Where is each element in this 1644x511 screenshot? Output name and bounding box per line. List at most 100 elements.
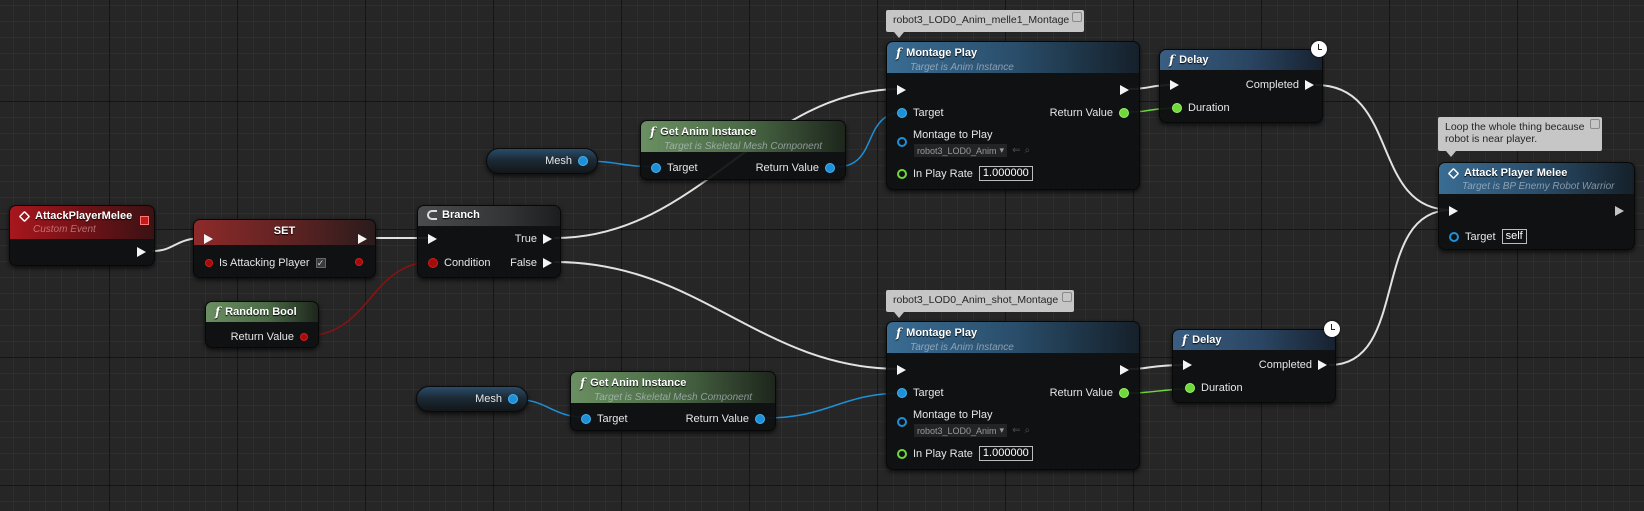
event-icon [1447,167,1460,179]
delay-bottom-completed-label: Completed [1258,359,1312,371]
object-in-pin-icon [651,163,661,173]
mesh-bottom-out-pin[interactable]: Mesh [475,393,518,405]
exec-in-pin-icon [1183,360,1192,370]
delay-bottom-exec-in[interactable] [1183,360,1192,370]
exec-out-pin-icon [543,234,552,244]
get-anim-bottom-title: Get Anim Instance [590,377,687,389]
set-exec-in[interactable] [204,234,213,244]
attack-comment[interactable]: Loop the whole thing because robot is ne… [1438,117,1602,157]
montage-top-comment[interactable]: robot3_LOD0_Anim_melle1_Montage [886,10,1084,38]
attack-player-melee-node[interactable]: Attack Player Melee Target is BP Enemy R… [1438,162,1635,250]
bool-pin-icon [428,258,438,268]
delay-bottom-duration-pin[interactable]: Duration [1185,382,1243,394]
attack-exec-in[interactable] [1449,206,1458,216]
branch-false-pin[interactable]: False [510,257,552,269]
exec-out-pin-icon [358,234,367,244]
exec-in-pin-icon [897,365,906,375]
montage-bottom-title: Montage Play [906,327,978,339]
exec-in-pin-icon [897,85,906,95]
float-in-pin-icon [897,448,907,459]
get-anim-top-target-pin[interactable]: Target [651,162,698,174]
montage-bottom-rate-pin[interactable]: In Play Rate 1.000000 [897,446,1033,461]
exec-out-pin-icon [1120,85,1129,95]
montage-top-montage-pin[interactable]: Montage to Play robot3_LOD0_Anim▾ ⇐ ⌕ [897,129,1030,158]
montage-top-asset-value: robot3_LOD0_Anim [917,145,997,156]
set-node[interactable]: SET Is Attacking Player ✓ [193,219,376,278]
branch-true-label: True [514,233,537,245]
montage-top-target-pin[interactable]: Target [897,107,944,119]
comment-pin-icon[interactable] [1072,12,1082,22]
exec-in-pin-icon [1449,206,1458,216]
chevron-down-icon: ▾ [999,145,1005,155]
random-bool-return-pin[interactable]: Return Value [231,331,308,343]
custom-event-title: AttackPlayerMelee [35,210,133,222]
montage-bottom-montage-pin[interactable]: Montage to Play robot3_LOD0_Anim▾ ⇐ ⌕ [897,409,1030,438]
montage-top-target-label: Target [913,107,944,119]
branch-exec-in[interactable] [428,234,437,244]
montage-bottom-exec-out[interactable] [1120,365,1129,375]
montage-top-asset-dropdown[interactable]: robot3_LOD0_Anim▾ [913,143,1009,158]
montage-bottom-rate-input[interactable]: 1.000000 [978,446,1033,461]
custom-event-node[interactable]: AttackPlayerMelee Custom Event [9,205,155,266]
object-out-pin-icon [825,163,835,173]
function-icon: f [650,125,656,139]
branch-condition-pin[interactable]: Condition [428,257,490,269]
montage-bottom-exec-in[interactable] [897,365,906,375]
bool-out-pin-icon [300,333,308,341]
branch-condition-label: Condition [444,257,491,269]
browse-asset-icon[interactable]: ⌕ [1024,425,1031,436]
montage-bottom-target-pin[interactable]: Target [897,387,944,399]
montage-bottom-return-pin[interactable]: Return Value [1050,387,1129,399]
wire-anim-bottom-montage-target [764,392,906,419]
mesh-variable-bottom[interactable]: Mesh [416,386,528,412]
float-in-pin-icon [897,168,907,179]
montage-top-exec-out[interactable] [1120,85,1129,95]
is-attacking-player-checkbox[interactable]: ✓ [315,258,326,268]
set-exec-out[interactable] [358,234,367,244]
montage-top-exec-in[interactable] [897,85,906,95]
get-anim-bottom-target-pin[interactable]: Target [581,413,628,425]
delegate-pin[interactable] [140,216,149,225]
use-selected-asset-icon[interactable]: ⇐ [1012,425,1021,436]
montage-bottom-comment[interactable]: robot3_LOD0_Anim_shot_Montage [886,290,1074,318]
get-anim-top-return-pin[interactable]: Return Value [756,162,835,174]
montage-bottom-rate-label: In Play Rate [913,447,973,460]
branch-true-pin[interactable]: True [515,233,552,245]
delay-top-exec-in[interactable] [1170,80,1179,90]
function-icon: f [1169,53,1175,67]
mesh-top-out-pin[interactable]: Mesh [545,155,588,167]
branch-header: Branch [418,206,560,226]
set-bool-out[interactable] [355,258,363,266]
use-selected-asset-icon[interactable]: ⇐ [1012,145,1021,156]
delay-top-duration-pin[interactable]: Duration [1172,102,1230,114]
custom-event-exec-out[interactable] [137,247,146,257]
montage-bottom-return-label: Return Value [1049,387,1113,399]
delay-bottom-completed-pin[interactable]: Completed [1259,359,1327,371]
montage-bottom-asset-dropdown[interactable]: robot3_LOD0_Anim▾ [913,423,1009,438]
montage-top-rate-input[interactable]: 1.000000 [978,166,1033,181]
float-in-pin-icon [1172,103,1182,113]
is-attacking-player-pin[interactable]: Is Attacking Player ✓ [205,257,326,269]
exec-out-pin-icon [1600,206,1609,216]
float-in-pin-icon [1185,383,1195,393]
browse-asset-icon[interactable]: ⌕ [1024,145,1031,156]
attack-target-value[interactable]: self [1501,229,1527,244]
comment-pin-icon[interactable] [1590,119,1600,129]
branch-node[interactable]: Branch True Condition False [417,205,561,278]
delay-top-completed-pin[interactable]: Completed [1246,79,1314,91]
mesh-variable-top[interactable]: Mesh [486,148,598,174]
attack-exec-out[interactable] [1600,206,1624,216]
comment-pin-icon[interactable] [1062,292,1072,302]
montage-top-return-pin[interactable]: Return Value [1050,107,1129,119]
get-anim-bottom-return-pin[interactable]: Return Value [686,413,765,425]
